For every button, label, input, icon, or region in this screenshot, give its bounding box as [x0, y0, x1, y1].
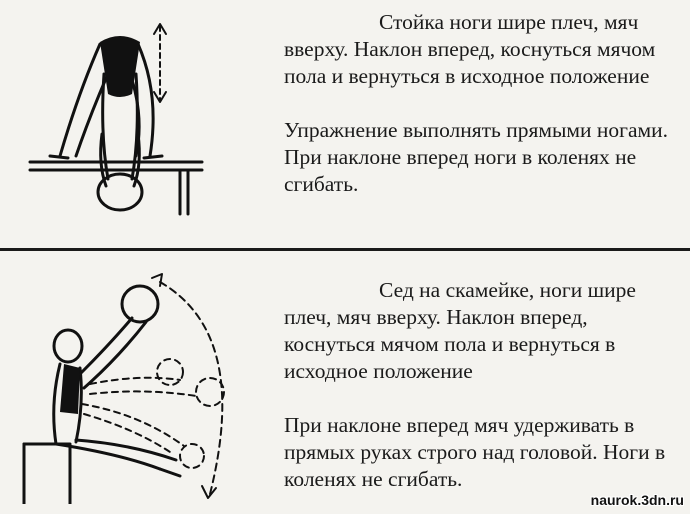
exercise-2: Сед на скамейке, ноги шире плеч, мяч вве…	[0, 256, 690, 514]
paragraph-gap	[284, 90, 684, 117]
exercise-1-text: Стойка ноги шире плеч, мяч вверху. Накло…	[284, 9, 684, 198]
exercise-1-note: Упражнение выполнять прямыми ногами. При…	[284, 118, 669, 196]
exercise-1: Стойка ноги шире плеч, мяч вверху. Накло…	[0, 0, 690, 248]
seated-bend-figure-icon	[22, 273, 225, 504]
paragraph-gap	[284, 385, 684, 412]
section-divider	[0, 248, 690, 251]
exercise-2-text: Сед на скамейке, ноги шире плеч, мяч вве…	[284, 277, 684, 493]
exercise-1-description: Стойка ноги шире плеч, мяч вверху. Накло…	[284, 10, 656, 88]
exercise-2-note: При наклоне вперед мяч удерживать в прям…	[284, 413, 666, 491]
watermark: naurok.3dn.ru	[590, 492, 684, 508]
standing-bend-figure-icon	[28, 23, 204, 216]
exercise-2-description: Сед на скамейке, ноги шире плеч, мяч вве…	[284, 278, 636, 383]
